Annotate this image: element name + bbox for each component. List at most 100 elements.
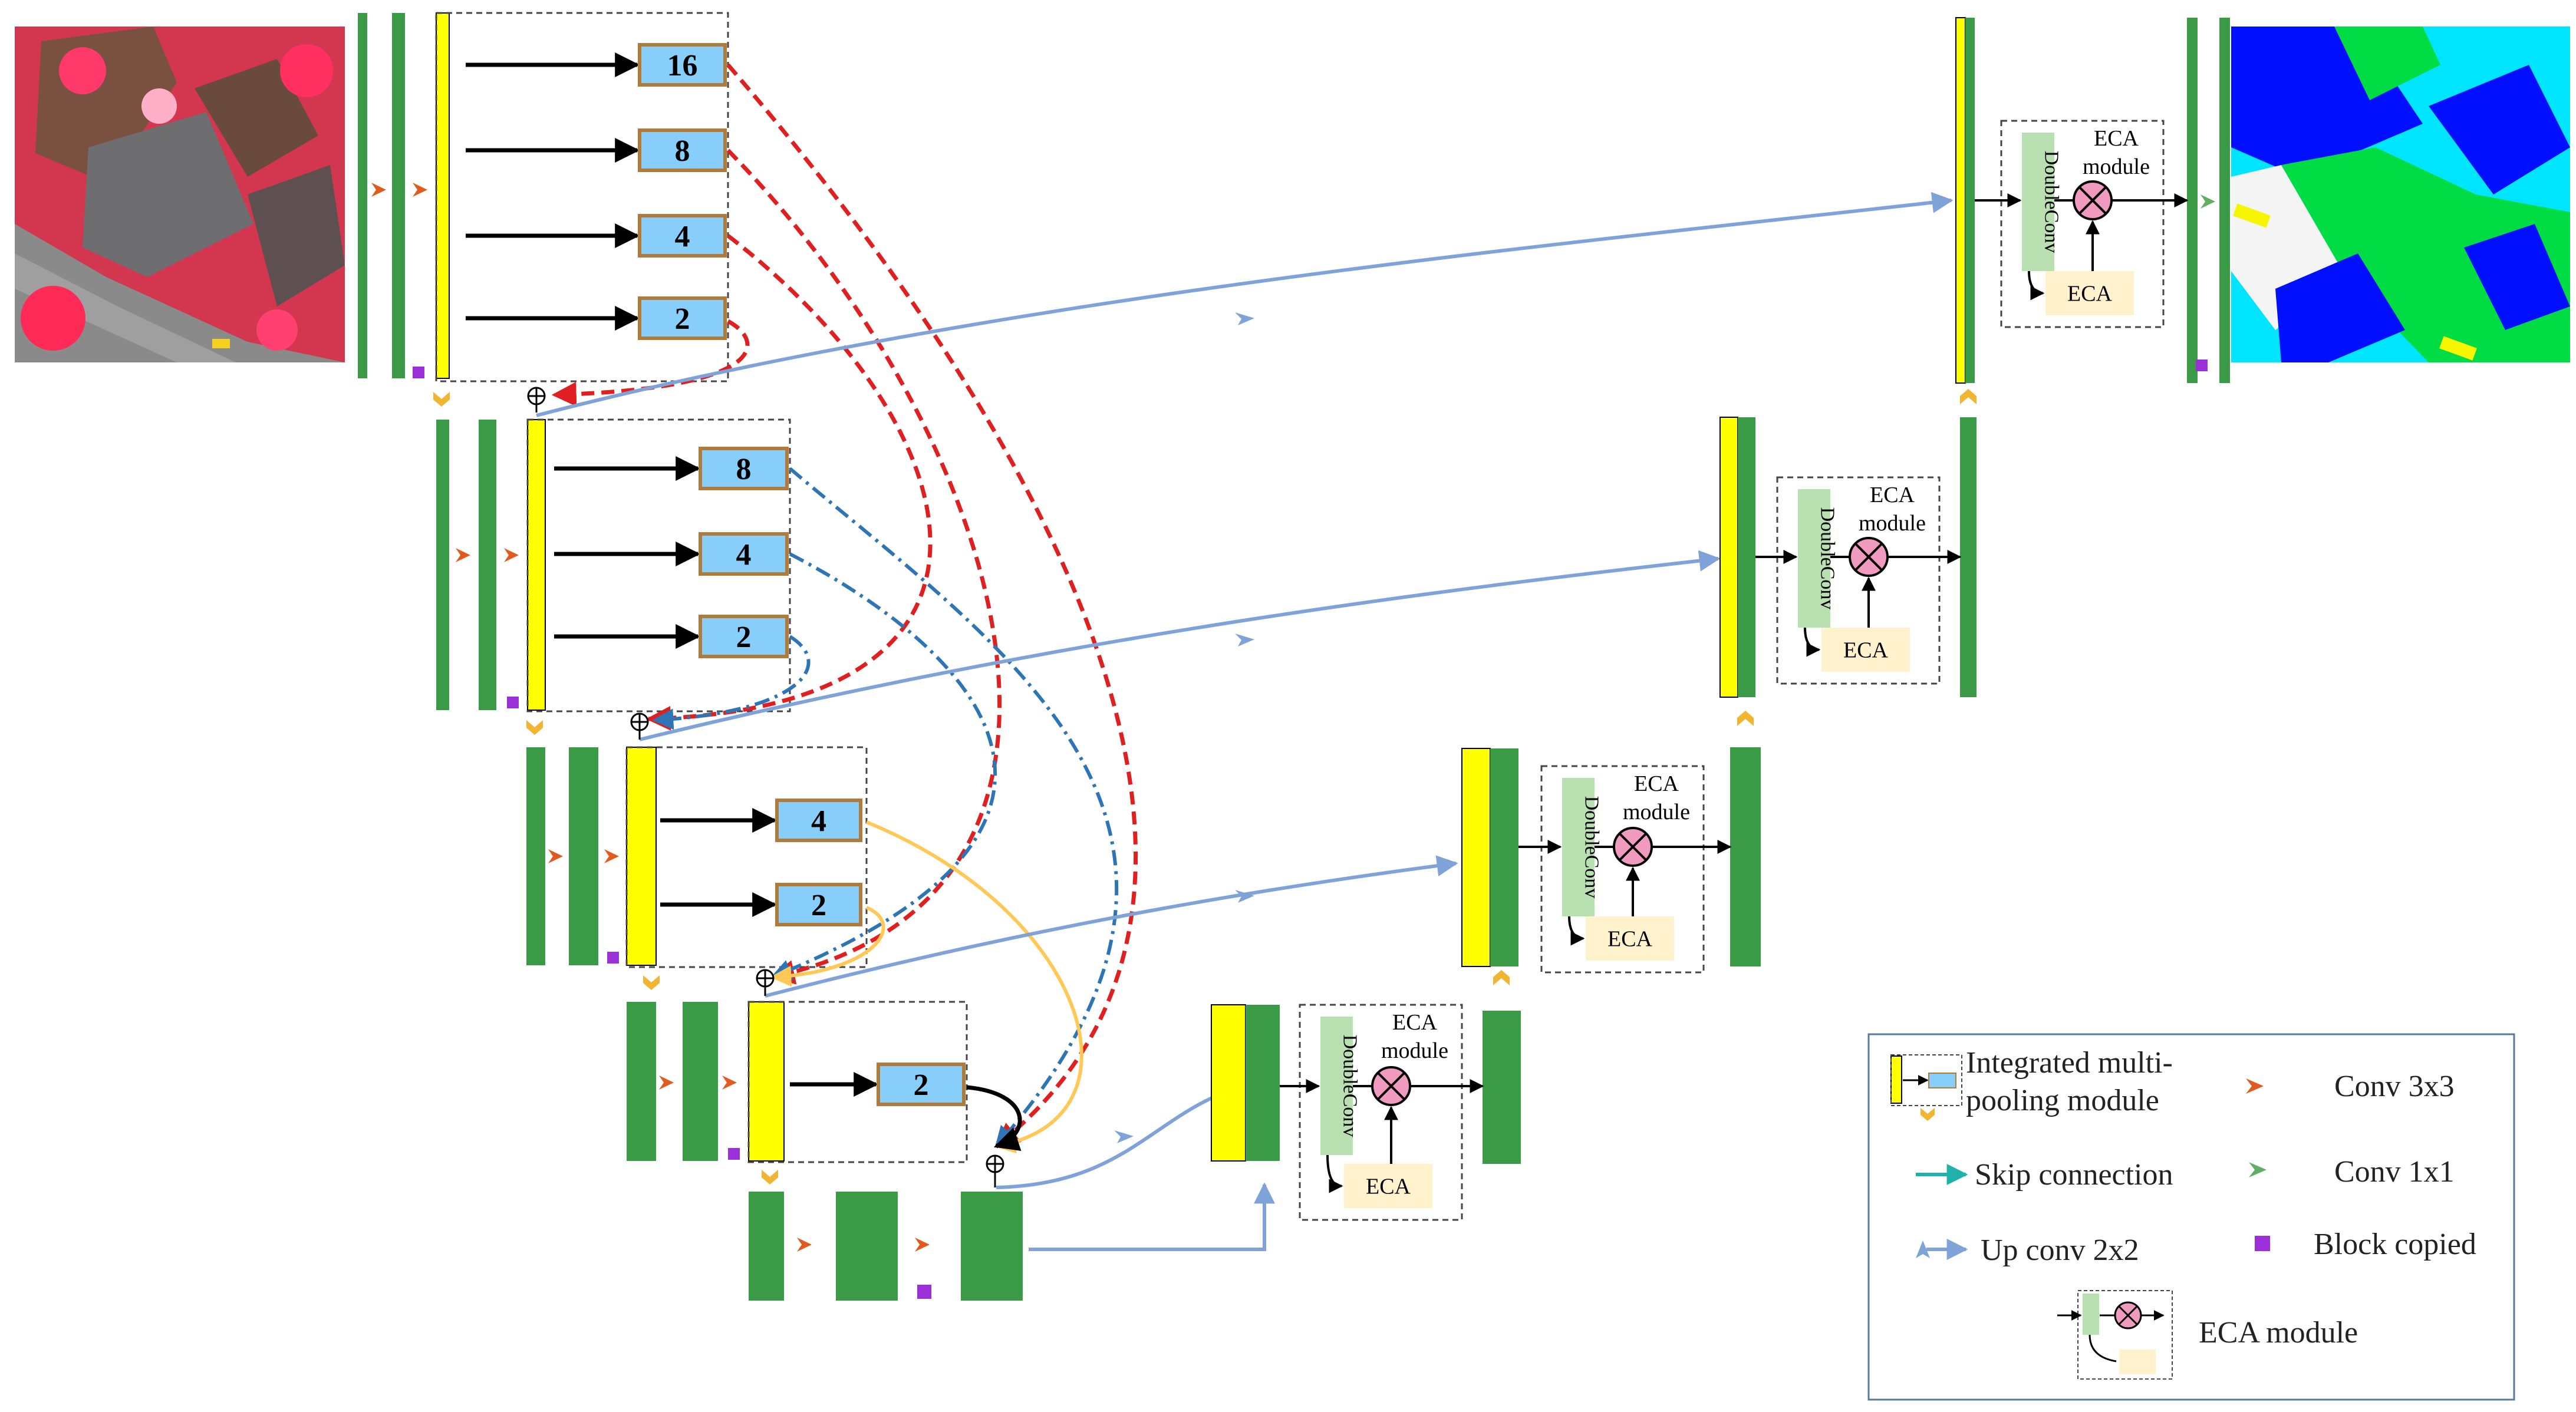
pooling-feature-map [626,747,657,966]
pooling-box: 4 [699,532,789,576]
eca-attention-box [1586,916,1674,961]
doubleconv-block [1562,778,1595,916]
eca-module-label: ECA [1870,483,1915,507]
conv1x1-arrow [2201,194,2215,209]
legend-box [1867,1033,2515,1401]
concat-green [1738,417,1755,697]
add-nodes [527,387,1004,1187]
eca-block-frame [1299,1004,1463,1221]
pooling-box: 4 [775,799,862,842]
legend-eca-icon [2057,1290,2173,1380]
decoder [1211,17,2230,1164]
concat-yellow [1211,1004,1246,1162]
skip-connection [536,192,1954,417]
skip-connection [639,550,1721,741]
pooling-box: 2 [775,883,862,926]
legend-skip: Skip connection [1975,1158,2173,1192]
output-segmentation-map [2231,27,2570,362]
feature-map [392,13,405,378]
eca-module-label: module [1859,511,1926,536]
feature-map [479,420,496,710]
legend-block-copied: Block copied [2314,1228,2476,1261]
pooling-feature-map [527,419,546,711]
add-node [756,969,775,988]
concat-green [1490,748,1518,966]
conv3x3-arrow [797,1238,812,1252]
doubleconv-to-eca-arrow [2028,270,2045,301]
concat-green [1965,18,1975,383]
doubleconv-block [2022,133,2054,271]
pooling-box: 8 [699,447,789,490]
doubleconv-block [1320,1017,1353,1155]
upconv-arrow [1114,1130,1134,1143]
conv3x3-arrow [548,849,563,863]
skip-connection [765,855,1458,998]
add-node-connector [535,404,996,1187]
downsample-arrow [433,392,450,407]
doubleconv-to-eca-arrow [1326,1154,1343,1193]
upsample-arrow [1960,389,1977,404]
eca-modules: DoubleConvECAmoduleECADoubleConvECAmodul… [1280,120,2189,1221]
pool-connection-black [966,1085,1022,1151]
upconv-arrow [1235,312,1254,325]
pool-connection-red [551,319,750,407]
pooling-size-label: 8 [736,453,752,486]
decoder-feature-map [1730,747,1761,966]
pooling-box: 2 [877,1063,966,1106]
concat-green [1246,1005,1280,1161]
feature-map [526,747,545,965]
conv3x3-arrow [604,849,619,863]
block-copied-square [2196,359,2208,371]
eca-module-label: module [1623,800,1690,824]
eca-label: ECA [2067,282,2113,306]
add-node [527,387,546,405]
integrated-multi-pooling-module [435,12,729,382]
doubleconv-block [1798,489,1830,628]
integrated-multi-pooling-module [747,1001,968,1163]
encoder-level-4 [627,1001,968,1185]
upconv-connection [1029,1182,1275,1251]
downsample-arrow [526,720,543,735]
legend-conv3x3-icon [2246,1078,2264,1094]
conv3x3-arrow [659,1076,674,1090]
encoder-level-3 [526,746,868,990]
block-copied-square [917,1285,931,1299]
eca-module-label: module [2083,154,2150,179]
doubleconv-to-eca-arrow [1804,627,1821,657]
cross-level-connections [536,63,1954,1251]
pool-connection-blue [770,552,997,980]
eca-label: ECA [1843,638,1889,663]
block-copied-square [507,697,519,708]
upsample-arrow [1737,711,1754,726]
add-node [630,712,649,731]
conv3x3-arrow [413,183,427,197]
pooling-box: 2 [638,296,727,340]
decoder-feature-map [2219,18,2230,383]
doubleconv-to-eca-arrow [1568,916,1585,946]
conv3x3-arrow [915,1238,930,1252]
feature-map [569,747,598,965]
concat-yellow [1955,17,1966,384]
feature-map [627,1002,656,1161]
block-copied-square [413,367,424,378]
pool-connection-blue [789,467,1119,1148]
eca-label: ECA [1607,927,1653,952]
conv3x3-arrow [456,548,470,562]
eca-block-frame [1776,476,1941,685]
decoder-feature-map [1960,417,1977,697]
pool-connection-orange [770,906,885,987]
bottleneck [749,1192,1023,1301]
legend-upconv: Up conv 2x2 [1981,1233,2139,1267]
eca-module-label: ECA [2094,126,2139,151]
integrated-multi-pooling-module [625,746,868,968]
input-aerial-image [15,27,345,362]
pooling-size-label: 4 [736,538,752,572]
eca-attention-box [2045,271,2134,315]
legend-block-copied-icon [2255,1236,2270,1251]
upconv-arrow [1235,634,1254,646]
